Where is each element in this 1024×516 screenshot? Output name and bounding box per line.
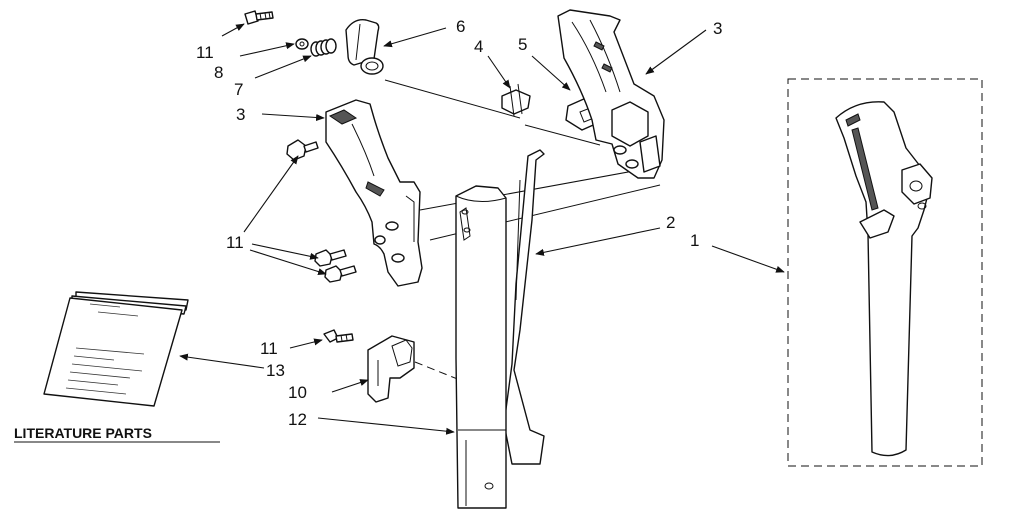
screw-part-11-top	[244, 10, 274, 25]
complete-handle-part-1	[835, 101, 933, 457]
callout-6: 6	[456, 17, 465, 36]
spring-part-7	[310, 38, 337, 57]
shroud-part-2	[503, 149, 545, 465]
handle-half-right-part-3	[557, 9, 665, 179]
callout-labels: 11 8 7 6 4 5 3 3 11 2 1 11 13 10 12	[196, 17, 722, 429]
screw-part-11-lower	[323, 329, 354, 343]
hook-part-10	[367, 335, 415, 403]
callout-8: 8	[214, 63, 223, 82]
callout-3-left: 3	[236, 105, 245, 124]
callout-11-left: 11	[226, 233, 244, 252]
latch-part-6	[345, 19, 384, 75]
callout-5: 5	[518, 35, 527, 54]
callout-11-lower: 11	[260, 339, 278, 358]
handle-half-left-part-3	[325, 99, 423, 287]
screw-part-11-low-left	[324, 265, 357, 283]
callout-11-top: 11	[196, 43, 214, 62]
literature-booklet-part-13	[43, 291, 189, 407]
callout-1: 1	[690, 231, 699, 250]
screw-part-11-mid-left	[314, 249, 347, 267]
callout-12: 12	[288, 410, 307, 429]
callout-2: 2	[666, 213, 675, 232]
screw-part-11-upper-left	[286, 139, 319, 161]
callout-13: 13	[266, 361, 285, 380]
complete-assembly-box	[787, 78, 983, 467]
literature-parts-title: LITERATURE PARTS	[14, 425, 152, 441]
leader-lines	[179, 23, 785, 435]
callout-4: 4	[474, 37, 483, 56]
callout-3-right: 3	[713, 19, 722, 38]
clip-part-4	[501, 83, 531, 117]
callout-7: 7	[234, 80, 243, 99]
tube-part-12	[455, 185, 507, 509]
washer-part-8	[295, 38, 309, 50]
callout-10: 10	[288, 383, 307, 402]
